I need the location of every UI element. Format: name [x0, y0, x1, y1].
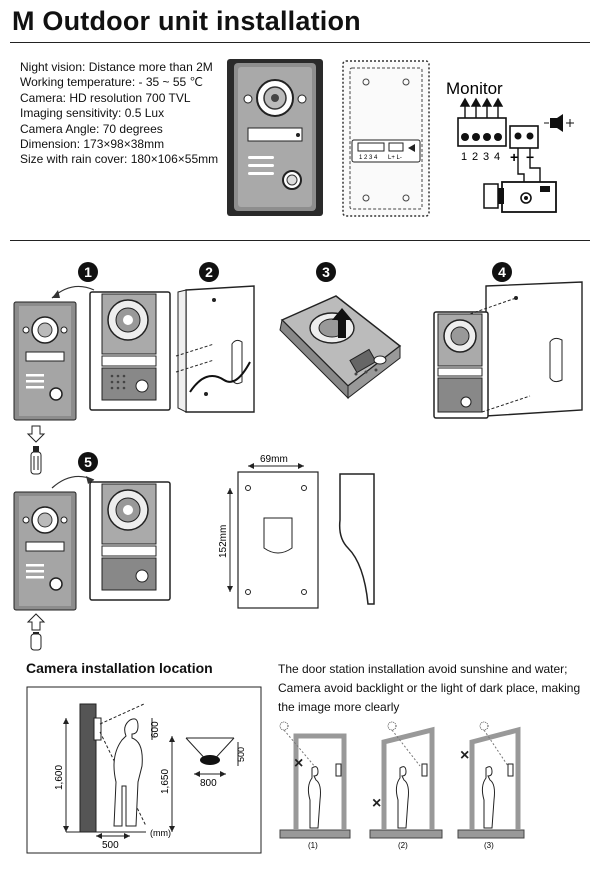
rain-cover-side	[338, 473, 375, 605]
plus-sign: +	[510, 149, 518, 165]
monitor-label: Monitor	[446, 79, 503, 98]
step-3-illustration	[279, 295, 402, 400]
bracket-dimensions: 69mm 152mm	[218, 454, 319, 609]
terminal-4: 4	[494, 151, 500, 163]
step-2-illustration	[175, 285, 255, 413]
scene-3: ×	[457, 721, 525, 839]
camera-location-heading: Camera installation location	[26, 660, 213, 676]
page-title: M Outdoor unit installation	[12, 6, 361, 36]
terminal-2: 2	[472, 151, 478, 163]
cone-width-label: 800	[200, 778, 217, 789]
advice-line-3: the image more clearly	[278, 700, 400, 714]
scene-3-cross-icon: ×	[460, 747, 469, 764]
scene-1: ×	[279, 721, 351, 839]
eye-height-label: 1,650	[160, 769, 171, 794]
spec-angle: Camera Angle: 70 degrees	[20, 121, 163, 136]
wall-height-label: 1,600	[54, 765, 65, 790]
step-5-illustration	[13, 475, 171, 651]
spec-list: Night vision: Distance more than 2M Work…	[20, 60, 218, 168]
step-5-badge: 5	[78, 452, 98, 472]
outdoor-unit-back: 1 2 3 4 L+ L-	[342, 60, 430, 217]
electric-lock-icon	[544, 114, 574, 132]
step-3-badge: 3	[316, 262, 336, 282]
scene-3-label: (3)	[484, 841, 494, 850]
lighting-scenes: × × × (1) (2) (3)	[279, 721, 525, 850]
wiring-diagram: Monitor 1 2 3 4 + −	[446, 79, 574, 213]
title-rule	[10, 42, 590, 43]
advice-line-2: Camera avoid backlight or the light of d…	[278, 681, 581, 695]
lock-device-icon	[483, 181, 557, 213]
unit-label: (mm)	[150, 828, 171, 838]
outdoor-unit-front	[227, 59, 323, 216]
advice-line-1: The door station installation avoid suns…	[278, 662, 568, 676]
scene-1-cross-icon: ×	[294, 755, 303, 772]
advice-text: The door station installation avoid suns…	[278, 660, 580, 717]
scene-2-label: (2)	[398, 841, 408, 850]
step-4-illustration	[433, 281, 583, 419]
step-4-badge: 4	[492, 262, 512, 282]
spec-rain-cover: Size with rain cover: 180×106×55mm	[20, 152, 219, 167]
step-2-badge: 2	[199, 262, 219, 282]
board-terminal-numbers: 1 2 3 4	[359, 155, 378, 161]
step-1-badge: 1	[78, 262, 98, 282]
spec-sensitivity: Imaging sensitivity: 0.5 Lux	[20, 106, 165, 121]
bracket-width-label: 69mm	[260, 454, 288, 465]
cone-height-label: 500	[236, 747, 246, 762]
view-top-label: 600	[150, 721, 161, 738]
step-1-illustration	[13, 285, 171, 475]
spec-dimension: Dimension: 173×98×38mm	[20, 137, 165, 152]
distance-label: 500	[102, 840, 119, 851]
scene-1-label: (1)	[308, 841, 318, 850]
scene-2: ×	[369, 721, 443, 839]
board-lock-terminals: L+ L-	[388, 155, 402, 161]
spec-night-vision: Night vision: Distance more than 2M	[20, 60, 213, 74]
scene-2-cross-icon: ×	[372, 795, 381, 812]
bracket-height-label: 152mm	[218, 525, 229, 558]
terminal-3: 3	[483, 151, 489, 163]
spec-camera: Camera: HD resolution 700 TVL	[20, 90, 191, 105]
terminal-1: 1	[461, 151, 467, 163]
spec-temperature: Working temperature: - 35 ~ 55 ℃	[20, 75, 204, 90]
camera-location-diagram: 1,600 600 1,650 500 (mm) 800 500	[26, 686, 262, 854]
section-rule-1	[10, 240, 590, 241]
